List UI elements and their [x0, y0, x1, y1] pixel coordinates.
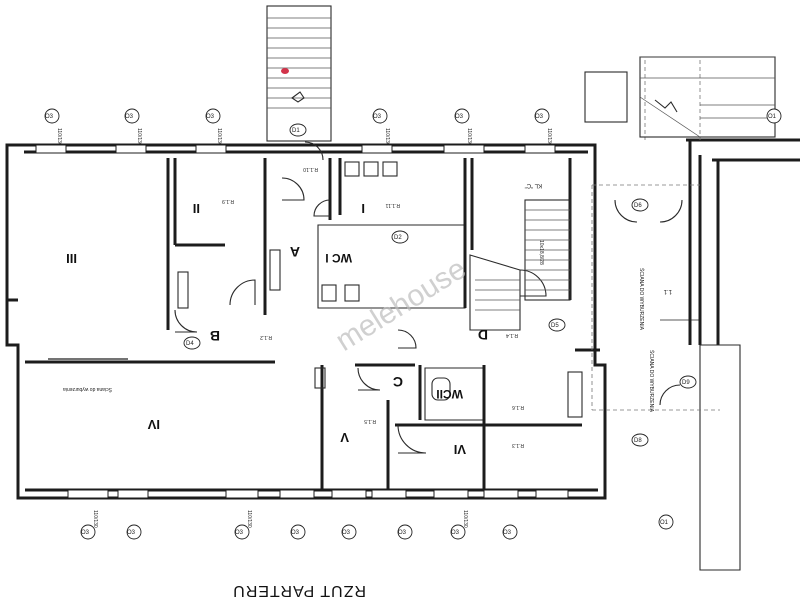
window-tags-top: O3 O3 O3 O3 O3 O3 O1	[44, 108, 782, 124]
wheelchair-icon-annex	[654, 99, 678, 113]
svg-text:D6: D6	[634, 203, 642, 209]
svg-text:D4: D4	[186, 341, 194, 347]
right-annex: ŚCIANA DO WYBURZENIA ŚCIANA DO WYBURZENI…	[584, 56, 800, 571]
wheelchair-icon	[291, 91, 305, 103]
svg-text:O3: O3	[451, 530, 460, 536]
room-label-D: D	[478, 327, 488, 343]
svg-text:R.1.6: R.1.6	[512, 404, 524, 410]
svg-text:R.1.4: R.1.4	[506, 332, 518, 338]
svg-text:R.1.2: R.1.2	[260, 334, 272, 340]
svg-text:110/130: 110/130	[246, 510, 252, 528]
top-staircase	[266, 5, 332, 142]
door-tags: D1 D2 D4 D5 D6 D8 D9	[183, 123, 697, 447]
red-mark	[281, 68, 289, 74]
svg-text:Ściana do wyburzenia: Ściana do wyburzenia	[63, 386, 112, 394]
svg-text:O3: O3	[455, 114, 464, 120]
room-label-II: II	[193, 201, 200, 216]
room-labels: III II IV I V VI A B C D WC I WCII KL "C…	[66, 182, 542, 457]
svg-text:O3: O3	[45, 114, 54, 120]
svg-text:R.1.11: R.1.11	[385, 202, 400, 208]
svg-text:1.1: 1.1	[663, 288, 672, 294]
doors	[174, 141, 683, 454]
room-label-I: I	[361, 201, 365, 216]
svg-text:R.1.5: R.1.5	[364, 418, 376, 424]
svg-text:110/130: 110/130	[216, 128, 222, 146]
svg-text:O3: O3	[373, 114, 382, 120]
svg-text:O3: O3	[398, 530, 407, 536]
svg-text:110/130: 110/130	[462, 510, 468, 528]
wall-to-remove-IV: Ściana do wyburzenia	[48, 358, 128, 394]
watermark: melehouse	[330, 252, 472, 358]
svg-text:D8: D8	[634, 438, 642, 444]
svg-text:110/130: 110/130	[92, 510, 98, 528]
svg-text:D2: D2	[394, 235, 402, 241]
svg-text:O3: O3	[235, 530, 244, 536]
room-label-VI: VI	[454, 442, 466, 457]
floor-codes: R.1.9 R.1.10 R.1.11 R.1.4 R.1.3 R.1.5 R.…	[222, 166, 524, 448]
room-label-V: V	[340, 430, 349, 445]
svg-text:ŚCIANA DO WYBURZENIA: ŚCIANA DO WYBURZENIA	[638, 268, 646, 331]
svg-text:O1: O1	[660, 520, 669, 526]
svg-text:O3: O3	[125, 114, 134, 120]
svg-text:D5: D5	[551, 323, 559, 329]
svg-text:110/130: 110/130	[546, 128, 552, 146]
svg-text:O3: O3	[342, 530, 351, 536]
room-label-stair: KL "C"	[525, 182, 542, 188]
room-label-WC-I: WC I	[325, 251, 352, 265]
svg-text:R.1.10: R.1.10	[303, 166, 318, 172]
interior-walls	[7, 158, 600, 490]
svg-text:ŚCIANA DO WYBURZENIA: ŚCIANA DO WYBURZENIA	[648, 350, 656, 413]
room-label-WC-II: WCII	[436, 387, 463, 401]
room-label-C: C	[393, 374, 403, 390]
plan-title: RZUT PARTERU	[232, 582, 366, 599]
internal-staircase: 10x18,8/28	[475, 199, 571, 311]
room-label-III: III	[66, 251, 77, 266]
svg-text:O1: O1	[768, 114, 777, 120]
svg-text:O3: O3	[127, 530, 136, 536]
bottom-windows	[67, 489, 569, 499]
svg-text:O3: O3	[291, 530, 300, 536]
svg-text:O3: O3	[503, 530, 512, 536]
svg-text:10x18,8/28: 10x18,8/28	[538, 240, 544, 265]
sanitary-fixtures	[177, 161, 583, 418]
top-windows	[35, 144, 556, 154]
room-label-A: A	[290, 244, 300, 260]
svg-text:D1: D1	[292, 128, 300, 134]
window-size-notes: 110/130 110/130 110/130 110/130 110/130 …	[56, 128, 552, 528]
svg-text:D9: D9	[682, 380, 690, 386]
svg-text:110/130: 110/130	[56, 128, 62, 146]
svg-text:O3: O3	[81, 530, 90, 536]
svg-text:O3: O3	[535, 114, 544, 120]
svg-text:110/130: 110/130	[136, 128, 142, 146]
svg-text:110/130: 110/130	[466, 128, 472, 146]
window-tags-bottom: O3 O3 O3 O3 O3 O3 O3 O3 O1	[80, 514, 674, 540]
svg-text:R.1.9: R.1.9	[222, 198, 234, 204]
room-label-B: B	[210, 328, 220, 344]
svg-text:R.1.3: R.1.3	[512, 442, 524, 448]
svg-text:O3: O3	[206, 114, 215, 120]
svg-text:110/130: 110/130	[384, 128, 390, 146]
room-label-IV: IV	[147, 417, 160, 432]
